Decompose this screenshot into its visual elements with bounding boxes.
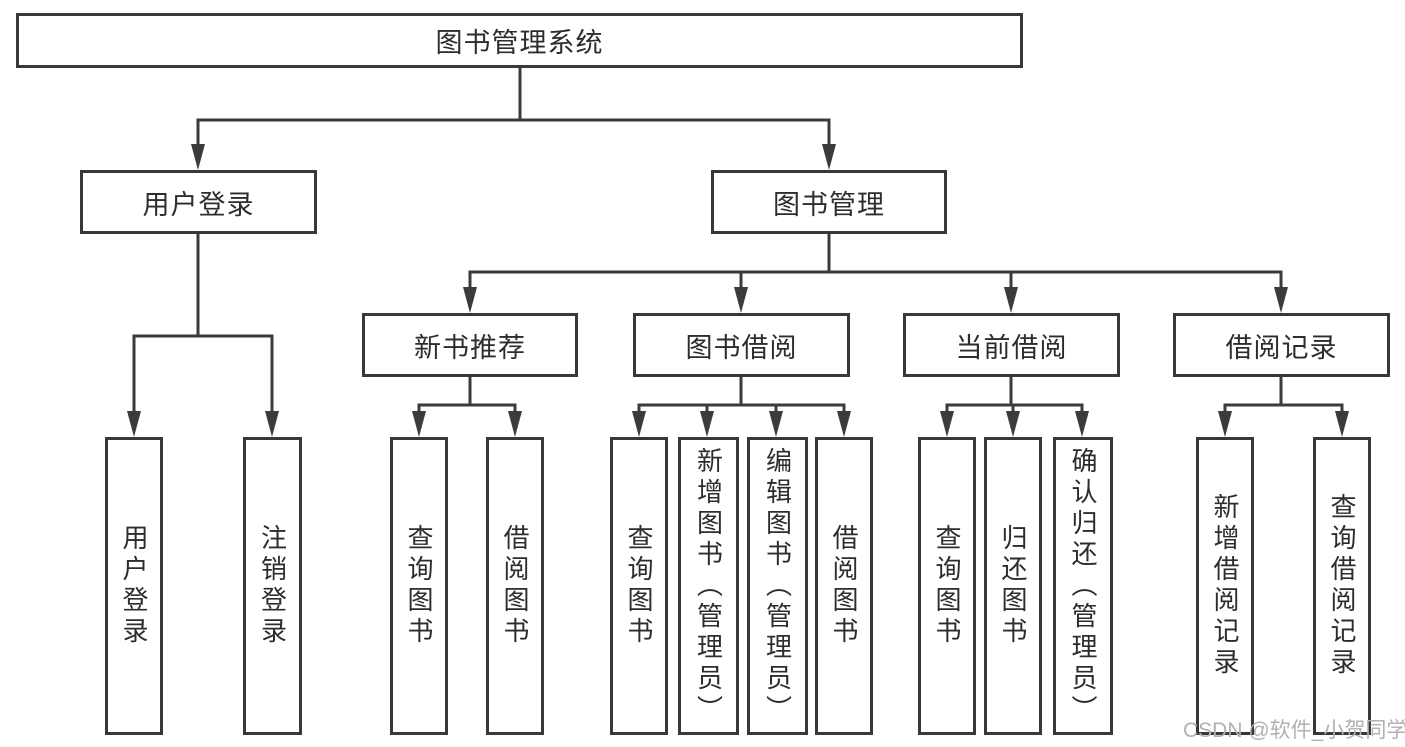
leaf-add-books-admin: 新增图书（管理员） — [678, 437, 739, 735]
node-book-management-label: 图书管理 — [773, 189, 885, 220]
leaf-borrow-books-recommend: 借阅图书 — [486, 437, 544, 735]
leaf-borrow-books-label: 借阅图书 — [829, 524, 859, 648]
leaf-add-borrow-record-label: 新增借阅记录 — [1210, 493, 1240, 679]
leaf-add-borrow-record: 新增借阅记录 — [1196, 437, 1254, 735]
leaf-query-books-borrow-label: 查询图书 — [624, 524, 654, 648]
leaf-edit-books-admin-label: 编辑图书（管理员） — [762, 446, 793, 726]
leaf-query-books-borrow: 查询图书 — [610, 437, 668, 735]
node-root: 图书管理系统 — [16, 13, 1023, 68]
node-new-book-recommend-label: 新书推荐 — [414, 332, 526, 363]
leaf-logout-label: 注销登录 — [257, 524, 288, 648]
node-root-label: 图书管理系统 — [435, 28, 604, 58]
node-user-login-label: 用户登录 — [142, 189, 255, 220]
leaf-query-books-recommend: 查询图书 — [390, 437, 448, 735]
leaf-query-books-current: 查询图书 — [918, 437, 976, 735]
connector-arrowheads — [127, 144, 1349, 437]
csdn-watermark: CSDN @软件_小贺同学 — [1183, 719, 1405, 742]
leaf-user-login-label: 用户登录 — [119, 524, 149, 648]
leaf-query-borrow-record-label: 查询借阅记录 — [1327, 493, 1357, 679]
leaf-return-books-label: 归还图书 — [998, 524, 1028, 648]
leaf-borrow-books: 借阅图书 — [815, 437, 873, 735]
leaf-return-books: 归还图书 — [984, 437, 1042, 735]
leaf-add-books-admin-label: 新增图书（管理员） — [693, 446, 724, 726]
leaf-confirm-return-admin: 确认归还（管理员） — [1053, 437, 1113, 735]
leaf-logout: 注销登录 — [243, 437, 302, 735]
leaf-query-borrow-record: 查询借阅记录 — [1313, 437, 1371, 735]
leaf-query-books-current-label: 查询图书 — [932, 524, 962, 648]
node-book-borrow-label: 图书借阅 — [685, 332, 798, 363]
node-book-management: 图书管理 — [711, 170, 947, 234]
node-borrow-records-label: 借阅记录 — [1225, 332, 1338, 363]
node-book-borrow: 图书借阅 — [633, 313, 850, 377]
node-current-borrow-label: 当前借阅 — [955, 332, 1068, 363]
leaf-borrow-books-recommend-label: 借阅图书 — [500, 524, 530, 648]
node-user-login: 用户登录 — [80, 170, 317, 234]
node-borrow-records: 借阅记录 — [1173, 313, 1390, 377]
leaf-user-login: 用户登录 — [105, 437, 163, 735]
node-new-book-recommend: 新书推荐 — [362, 313, 578, 377]
node-current-borrow: 当前借阅 — [903, 313, 1120, 377]
leaf-query-books-recommend-label: 查询图书 — [404, 524, 434, 648]
leaf-confirm-return-admin-label: 确认归还（管理员） — [1068, 446, 1098, 726]
leaf-edit-books-admin: 编辑图书（管理员） — [747, 437, 808, 735]
